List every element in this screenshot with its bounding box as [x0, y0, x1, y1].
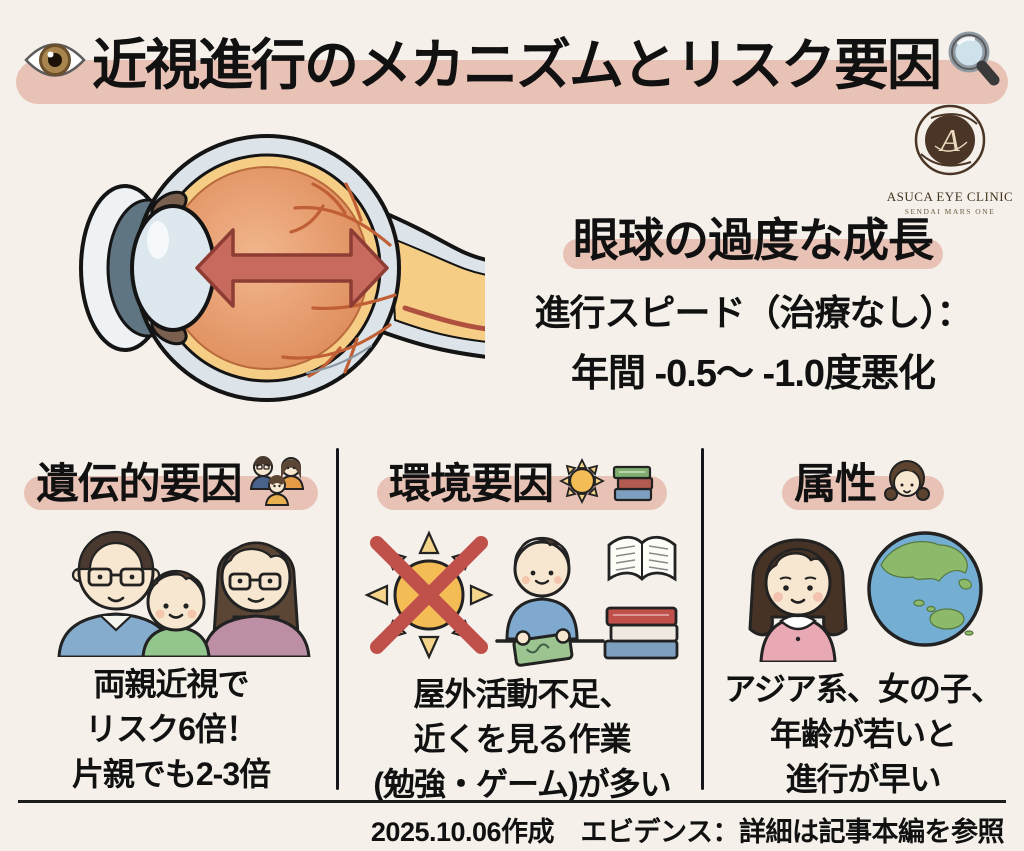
- svg-text:A: A: [938, 122, 960, 158]
- environment-text: 屋外活動不足、 近くを見る作業 (勉強・ゲーム)が多い: [373, 676, 671, 802]
- clinic-name: ASUCA EYE CLINIC: [886, 189, 1014, 204]
- overview-heading: 眼球の過度な成長: [573, 214, 934, 266]
- books-icon: [612, 465, 654, 501]
- environment-heading: 環境要因: [388, 460, 554, 507]
- globe-continents: [880, 541, 974, 636]
- family-icon: [249, 455, 304, 506]
- progression-speed-label: 進行スピード（治療なし）：: [534, 292, 972, 333]
- overview-highlight-bar: [563, 239, 943, 269]
- girl-icon: [884, 459, 930, 501]
- title-row: 近視進行のメカニズムとリスク要因: [0, 14, 1024, 106]
- genetic-text: 両親近視で リスク6倍！ 片親でも2-3倍: [71, 666, 271, 792]
- footer-note: 2025.10.06作成 エビデンス：詳細は記事本編を参照: [370, 817, 1005, 847]
- attributes-text: アジア系、女の子、 年齢が若いと 進行が早い: [724, 671, 1003, 797]
- factor-attributes: 属性: [712, 450, 1014, 802]
- progression-speed-value: 年間 -0.5〜 -1.0度悪化: [570, 353, 936, 395]
- magnifying-glass-icon: [948, 31, 1000, 86]
- clinic-logo: A ASUCA EYE CLINIC SENDAI MARS ONE: [878, 102, 1022, 216]
- clinic-subtitle: SENDAI MARS ONE: [904, 207, 996, 216]
- axial-elongation-arrow: [195, 228, 389, 308]
- attributes-heading: 属性: [793, 460, 877, 507]
- attributes-illustration: [748, 531, 983, 664]
- factor-environment: 環境要因: [348, 450, 696, 807]
- factor-genetic: 遺伝的要因: [15, 450, 327, 797]
- eyeball-diagram: [79, 134, 485, 402]
- genetic-heading: 遺伝的要因: [36, 460, 242, 507]
- column-divider-1: [336, 448, 339, 790]
- clinic-logo-emblem: A: [914, 104, 986, 176]
- column-divider-2: [701, 448, 704, 790]
- footer-divider: [18, 800, 1006, 803]
- family-illustration: [57, 530, 311, 659]
- title-highlight-bar: [15, 60, 1008, 104]
- page-title: 近視進行のメカニズムとリスク要因: [91, 34, 942, 96]
- environment-illustration: [364, 530, 679, 667]
- sun-icon: [559, 457, 605, 504]
- eye-emoji-icon: [24, 43, 86, 77]
- overview-block: 眼球の過度な成長 進行スピード（治療なし）： 年間 -0.5〜 -1.0度悪化: [488, 204, 1018, 397]
